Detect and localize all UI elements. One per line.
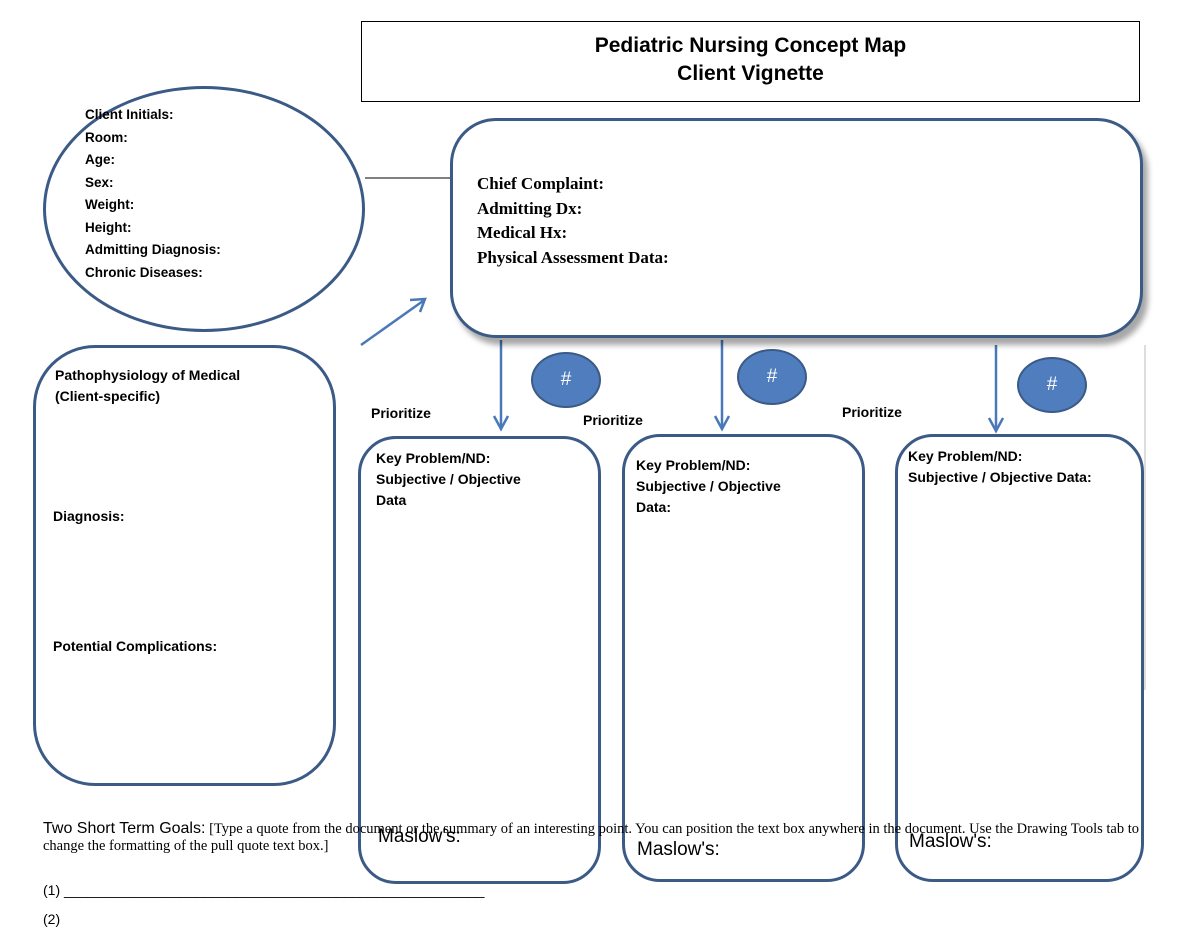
key-problem-1-text: Key Problem/ND: Subjective / Objective D… xyxy=(376,448,521,511)
key-problem-1-data: Data xyxy=(376,492,407,508)
chronic-diseases-label: Chronic Diseases: xyxy=(85,264,203,280)
down-arrow-2 xyxy=(713,340,731,432)
key-problem-box-3 xyxy=(895,434,1144,882)
admitting-dx-label: Admitting Dx: xyxy=(477,198,583,218)
title-line-1: Pediatric Nursing Concept Map xyxy=(594,34,907,57)
prioritize-label-2: Prioritize xyxy=(583,412,643,428)
key-problem-3-subjective: Subjective / Objective Data: xyxy=(908,469,1092,485)
key-problem-1-subjective: Subjective / Objective xyxy=(376,471,521,487)
maslow-label-3: Maslow's: xyxy=(909,831,992,852)
key-problem-box-2 xyxy=(622,434,865,882)
title-box: Pediatric Nursing Concept Map Client Vig… xyxy=(361,21,1140,102)
sex-label: Sex: xyxy=(85,174,114,190)
priority-number-circle-3: # xyxy=(1017,357,1087,413)
client-initials-label: Client Initials: xyxy=(85,107,174,122)
chief-complaint-fields: Chief Complaint: Admitting Dx: Medical H… xyxy=(477,172,669,270)
short-term-goals-placeholder[interactable]: [Type a quote from the document or the s… xyxy=(43,821,1140,854)
room-label: Room: xyxy=(85,129,128,145)
short-term-goals-paragraph: Two Short Term Goals: [Type a quote from… xyxy=(43,820,1153,855)
diagnosis-label: Diagnosis: xyxy=(53,508,125,524)
key-problem-3-text: Key Problem/ND: Subjective / Objective D… xyxy=(908,446,1092,488)
pathophysiology-line-1: Pathophysiology of Medical xyxy=(55,367,241,383)
diagonal-arrow xyxy=(360,297,427,347)
chief-complaint-box xyxy=(450,118,1143,338)
height-label: Height: xyxy=(85,219,132,235)
key-problem-2-subjective: Subjective / Objective xyxy=(636,478,781,494)
potential-complications-label: Potential Complications: xyxy=(53,638,218,654)
short-term-goals-label: Two Short Term Goals: xyxy=(43,820,206,837)
priority-number-circle-2: # xyxy=(737,349,807,405)
weight-label: Weight: xyxy=(85,197,135,212)
pathophysiology-line-2: (Client-specific) xyxy=(55,388,161,404)
key-problem-3-label: Key Problem/ND: xyxy=(908,448,1023,464)
key-problem-2-text: Key Problem/ND: Subjective / Objective D… xyxy=(636,455,781,518)
title-line-2: Client Vignette xyxy=(677,62,824,85)
medical-hx-label: Medical Hx: xyxy=(477,223,568,242)
maslow-label-1: Maslow's: xyxy=(378,826,461,847)
chief-complaint-label: Chief Complaint: xyxy=(477,174,605,193)
key-problem-2-data: Data: xyxy=(636,499,672,515)
pathophysiology-title: Pathophysiology of Medical (Client-speci… xyxy=(55,365,240,407)
prioritize-label-1: Prioritize xyxy=(371,405,431,421)
client-info-ellipse xyxy=(43,86,365,332)
pathophysiology-box xyxy=(33,345,336,786)
maslow-label-2: Maslow's: xyxy=(637,839,720,860)
key-problem-box-1 xyxy=(358,436,601,884)
priority-number-circle-1: # xyxy=(531,352,601,408)
physical-assessment-label: Physical Assessment Data: xyxy=(477,247,669,267)
goal-line-2[interactable]: (2) xyxy=(43,911,61,927)
prioritize-label-3: Prioritize xyxy=(842,404,902,420)
goal-line-1[interactable]: (1) ____________________________________… xyxy=(43,882,485,898)
key-problem-2-label: Key Problem/ND: xyxy=(636,457,751,473)
key-problem-1-label: Key Problem/ND: xyxy=(376,450,491,466)
client-info-fields: Client Initials: Room: Age: Sex: Weight:… xyxy=(85,104,221,284)
down-arrow-1 xyxy=(492,340,510,432)
age-label: Age: xyxy=(85,152,115,167)
down-arrow-3 xyxy=(987,345,1005,434)
admitting-diagnosis-label: Admitting Diagnosis: xyxy=(85,242,221,257)
